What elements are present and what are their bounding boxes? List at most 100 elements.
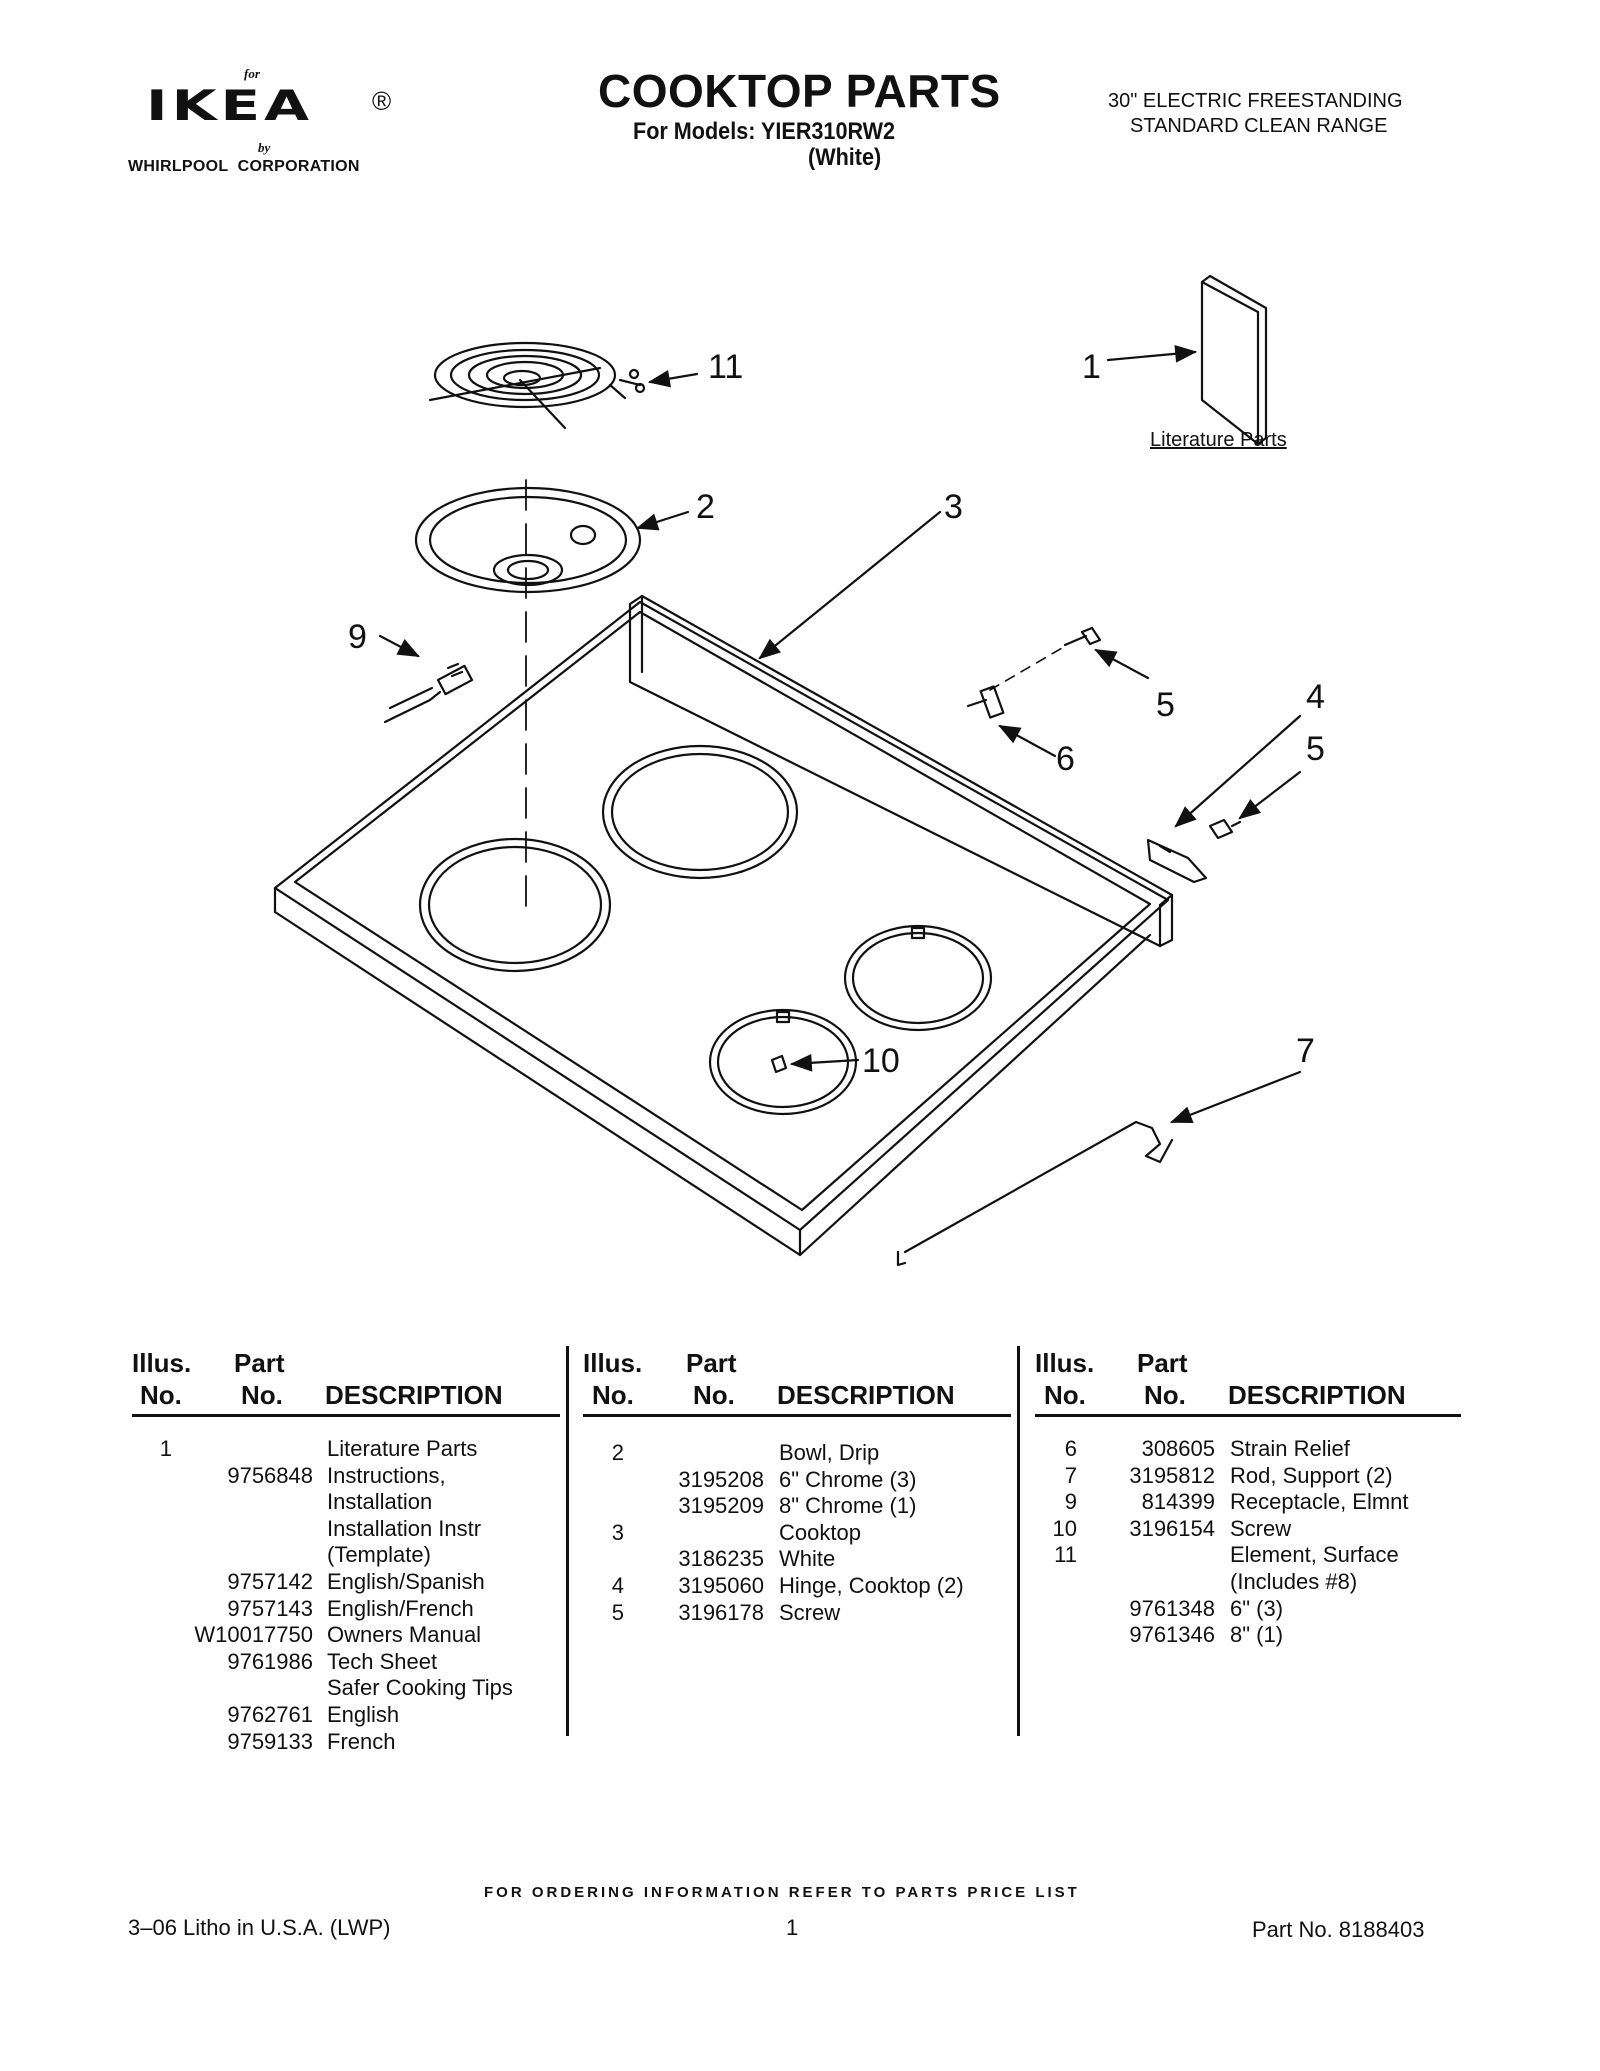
callout-7: 7 (1296, 1032, 1315, 1070)
col3-row-part: 9761348 (1129, 1595, 1215, 1621)
col1-row-desc: Owners Manual (327, 1622, 482, 1648)
col3-row-illus: 11 (1054, 1542, 1077, 1568)
col1-header-rule (132, 1414, 560, 1417)
col1-header-illus-no: No. (140, 1380, 182, 1410)
logo-for-text: for (244, 66, 260, 81)
range-line-2: STANDARD CLEAN RANGE (1130, 115, 1388, 137)
col3-row-part: 3195812 (1129, 1462, 1215, 1488)
col1-header-illus: Illus. (132, 1348, 192, 1378)
exploded-parts-diagram: 11 1 2 3 9 5 6 4 5 7 10 Literature Parts (273, 274, 1325, 1267)
col3-row-desc: Receptacle, Elmnt (1230, 1489, 1409, 1515)
col1-row-part: 9759133 (227, 1728, 313, 1754)
col1-header-part-no: No. (241, 1380, 283, 1410)
col3-row-desc: Element, Surface (1230, 1542, 1399, 1568)
col3-row-desc: Strain Relief (1230, 1436, 1350, 1461)
receptacle-illustration (383, 662, 474, 724)
column-divider-2 (1017, 1346, 1020, 1736)
col3-header-description: DESCRIPTION (1228, 1380, 1406, 1410)
callout-4: 4 (1306, 678, 1325, 716)
col2-row-desc: 6" Chrome (3) (779, 1466, 917, 1492)
range-line-1: 30" ELECTRIC FREESTANDING (1108, 90, 1403, 112)
callout-6: 6 (1056, 740, 1075, 778)
col3-row-desc: Screw (1230, 1515, 1292, 1541)
logo-corporation: WHIRLPOOL CORPORATION (128, 158, 360, 175)
callout-11: 11 (708, 348, 743, 386)
drip-bowl-illustration (414, 486, 642, 594)
col3-row-desc: (Includes #8) (1230, 1569, 1358, 1594)
col1-row-desc: Safer Cooking Tips (327, 1675, 513, 1701)
col2-row-part: 3195209 (678, 1493, 764, 1519)
col2-row-desc: Screw (779, 1599, 841, 1625)
col3-row-illus: 6 (1064, 1436, 1077, 1461)
col1-row-part: 9757142 (227, 1569, 313, 1594)
col1-header-description: DESCRIPTION (325, 1380, 503, 1410)
ikea-logo: IKEA (146, 81, 314, 131)
literature-illustration (1200, 274, 1268, 446)
col2-header-rule (583, 1414, 1011, 1417)
col1-row-desc: Tech Sheet (327, 1648, 438, 1674)
col3-row-part: 3196154 (1129, 1515, 1215, 1541)
col3-row-illus: 9 (1064, 1489, 1077, 1515)
surface-element-illustration (428, 341, 646, 430)
col3-row-desc: 6" (3) (1230, 1595, 1284, 1621)
col3-row-illus: 10 (1052, 1515, 1077, 1541)
col1-row-desc: French (327, 1728, 396, 1754)
logo-by-text: by (258, 140, 271, 155)
col3-row-part: 308605 (1141, 1436, 1215, 1461)
callout-3: 3 (944, 488, 963, 526)
col1-row-desc: English (327, 1702, 400, 1727)
col2-header-illus: Illus. (583, 1348, 643, 1378)
col1-row-desc: Instructions, (327, 1462, 446, 1488)
col2-row-part: 3195060 (678, 1573, 764, 1598)
col3-row-part: 9761346 (1129, 1622, 1215, 1648)
cooktop-illustration (273, 594, 1174, 1257)
litho-note: 3–06 Litho in U.S.A. (LWP) (128, 1915, 391, 1940)
column-divider-1 (566, 1346, 569, 1736)
col1-row-desc: English/Spanish (327, 1569, 485, 1594)
col1-row-part: 9757143 (227, 1595, 313, 1621)
col3-header-illus-no: No. (1044, 1380, 1086, 1410)
callout-5-lower: 5 (1306, 730, 1325, 768)
callout-9: 9 (348, 618, 367, 656)
col2-row-desc: White (779, 1546, 836, 1572)
page-title: COOKTOP PARTS (598, 65, 1001, 117)
ordering-note: FOR ORDERING INFORMATION REFER TO PARTS … (484, 1884, 1080, 1901)
callout-5-upper: 5 (1156, 686, 1175, 724)
col1-row-part: 9756848 (227, 1462, 313, 1488)
page-number: 1 (786, 1915, 799, 1940)
col2-row-illus: 3 (611, 1519, 624, 1545)
col1-row-part: 9762761 (227, 1702, 313, 1727)
col2-row-part: 3195208 (678, 1466, 764, 1492)
literature-parts-label: Literature Parts (1150, 429, 1287, 451)
col3-header-part: Part (1137, 1348, 1188, 1378)
col2-row-illus: 2 (611, 1440, 624, 1465)
col1-row-desc: Installation (327, 1489, 433, 1515)
col2-row-desc: 8" Chrome (1) (779, 1493, 917, 1519)
col3-header-illus: Illus. (1035, 1348, 1095, 1378)
col2-row-illus: 5 (611, 1599, 624, 1625)
color-line: (White) (808, 144, 882, 171)
col2-row-part: 3186235 (678, 1546, 764, 1572)
col1-row-desc: Literature Parts (327, 1436, 478, 1461)
col2-header-description: DESCRIPTION (777, 1380, 955, 1410)
col3-row-desc: 8" (1) (1230, 1622, 1284, 1648)
col2-row-desc: Cooktop (779, 1519, 861, 1545)
col1-row-part: 9761986 (227, 1648, 313, 1674)
col1-header-part: Part (234, 1348, 285, 1378)
col3-row-desc: Rod, Support (2) (1230, 1462, 1393, 1488)
screw-and-strain-relief-illustration (966, 626, 1102, 719)
models-line: For Models: YIER310RW2 (633, 118, 896, 145)
col2-row-desc: Hinge, Cooktop (2) (779, 1573, 964, 1598)
col2-header-part: Part (686, 1348, 737, 1378)
col2-header-part-no: No. (693, 1380, 735, 1410)
callout-2: 2 (696, 488, 715, 526)
document-part-number: Part No. 8188403 (1252, 1917, 1425, 1942)
col1-row-desc: English/French (327, 1595, 474, 1621)
col2-row-part: 3196178 (678, 1599, 764, 1625)
col1-row-desc: Installation Instr (327, 1515, 482, 1541)
col3-header-rule (1035, 1414, 1461, 1417)
col2-header-illus-no: No. (592, 1380, 634, 1410)
col3-header-part-no: No. (1144, 1380, 1186, 1410)
registered-mark: ® (372, 86, 392, 116)
col2-row-desc: Bowl, Drip (779, 1440, 880, 1465)
